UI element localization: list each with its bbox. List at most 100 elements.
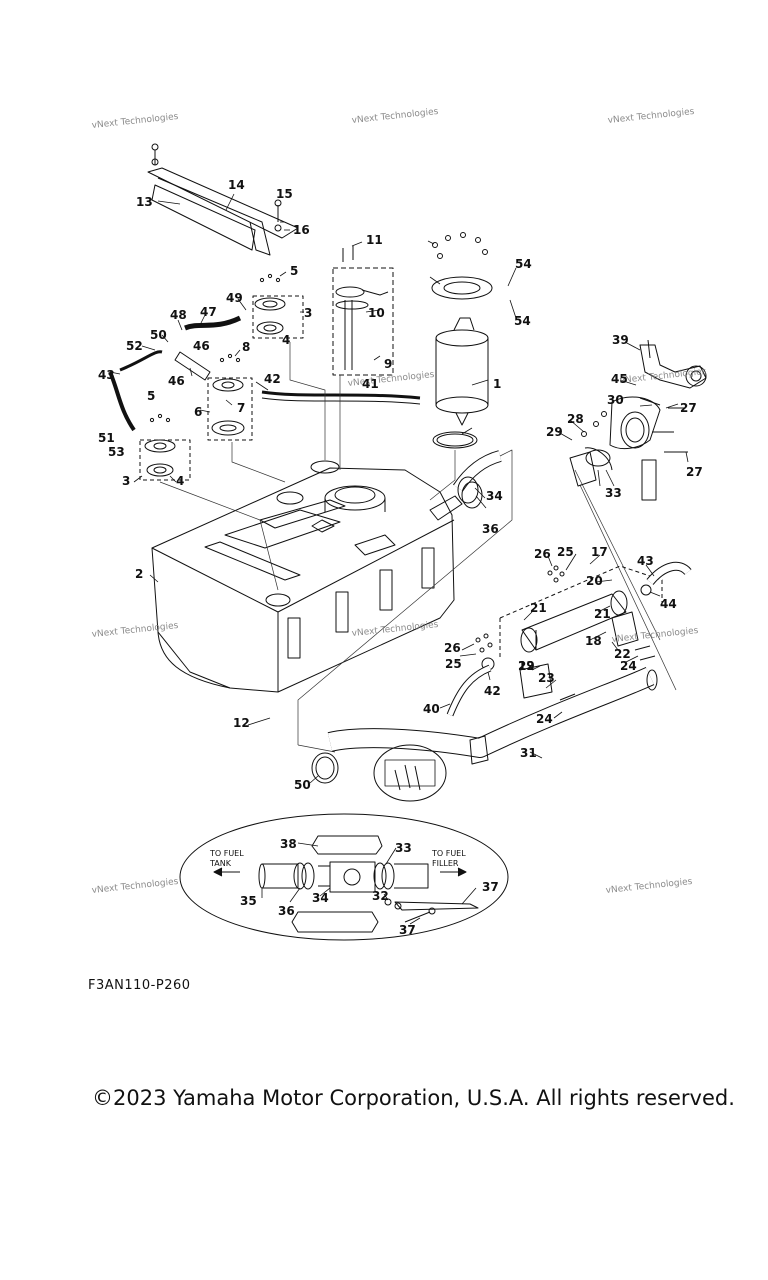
- callout-27: 27: [680, 401, 697, 415]
- caption-to-fuel-filler-line1: TO FUEL: [431, 849, 466, 858]
- filler-neck-assembly: [569, 339, 707, 501]
- callout-45: 45: [611, 372, 628, 386]
- callout-16: 16: [293, 223, 310, 237]
- gasket-12: [432, 431, 478, 449]
- callout-23: 23: [538, 671, 555, 685]
- callout-6: 6: [194, 405, 202, 419]
- callout-36: 36: [278, 904, 295, 918]
- watermark: vNext Technologies: [607, 107, 695, 126]
- diagram-code: F3AN110-P260: [88, 978, 191, 993]
- callout-33: 33: [605, 486, 622, 500]
- callout-44: 44: [660, 597, 677, 611]
- fuel-tank: [151, 460, 463, 693]
- callout-33: 33: [395, 841, 412, 855]
- watermark: vNext Technologies: [91, 621, 179, 640]
- callout-36: 36: [482, 522, 499, 536]
- vent-hose: [108, 371, 136, 432]
- callout-40: 40: [423, 702, 440, 716]
- callout-21: 21: [530, 601, 547, 615]
- callout-15: 15: [276, 187, 293, 201]
- callout-26: 26: [444, 641, 461, 655]
- callout-34: 34: [312, 891, 329, 905]
- callout-42: 42: [264, 372, 281, 386]
- callout-39: 39: [612, 333, 629, 347]
- callout-13: 13: [136, 195, 153, 209]
- callout-2: 2: [135, 567, 143, 581]
- fuel-sender-unit: [332, 246, 394, 376]
- detail-view: [179, 813, 509, 941]
- callout-12: 12: [233, 716, 250, 730]
- callout-19: 19: [518, 659, 535, 673]
- callout-32: 32: [372, 889, 389, 903]
- callout-51: 51: [98, 431, 115, 445]
- watermark: vNext Technologies: [91, 877, 179, 896]
- callout-22: 22: [614, 647, 631, 661]
- callout-29: 29: [546, 425, 563, 439]
- callout-52: 52: [126, 339, 143, 353]
- callout-38: 38: [280, 837, 297, 851]
- watermark: vNext Technologies: [611, 626, 699, 645]
- callout-35: 35: [240, 894, 257, 908]
- watermark: vNext Technologies: [351, 620, 439, 639]
- callout-11: 11: [366, 233, 383, 247]
- callout-37: 37: [482, 880, 499, 894]
- callout-18: 18: [585, 634, 602, 648]
- callout-43: 43: [98, 368, 115, 382]
- breather-hose-43: [261, 390, 421, 400]
- callout-50: 50: [150, 328, 167, 342]
- clamp-46: [640, 584, 652, 596]
- watermark: vNext Technologies: [351, 107, 439, 126]
- callout-4: 4: [282, 333, 290, 347]
- leader-guides: [159, 342, 677, 753]
- callout-54: 54: [514, 314, 531, 328]
- clamp-51: [311, 752, 339, 784]
- callout-46: 46: [168, 374, 185, 388]
- fuel-pump: [435, 317, 489, 426]
- caption-to-fuel-tank-line1: TO FUEL: [209, 849, 244, 858]
- caption-to-fuel-tank-line2: TANK: [209, 859, 232, 868]
- callout-1: 1: [493, 377, 501, 391]
- access-plate-set-upper: [252, 273, 304, 339]
- callout-8: 8: [242, 340, 250, 354]
- callout-48: 48: [170, 308, 187, 322]
- callout-41: 41: [362, 377, 379, 391]
- callout-9: 9: [384, 357, 392, 371]
- callout-46: 46: [193, 339, 210, 353]
- callout-43: 43: [637, 554, 654, 568]
- bolts-14: [432, 232, 488, 259]
- callout-30: 30: [607, 393, 624, 407]
- callout-3: 3: [304, 306, 312, 320]
- callout-37: 37: [399, 923, 416, 937]
- callout-5: 5: [290, 264, 298, 278]
- retainer-plate-13: [431, 276, 493, 300]
- parts-exploded-diagram: vNext Technologies vNext Technologies vN…: [91, 107, 707, 941]
- callout-4: 4: [176, 474, 184, 488]
- callout-54: 54: [515, 257, 532, 271]
- access-plate-set-middle: [207, 353, 253, 441]
- callout-5: 5: [147, 389, 155, 403]
- callout-3: 3: [122, 474, 130, 488]
- filler-hose-33: [327, 666, 658, 765]
- watermark: vNext Technologies: [347, 370, 435, 389]
- leader-lines: [109, 193, 689, 925]
- callout-28: 28: [567, 412, 584, 426]
- clamp-37-upper: [457, 476, 479, 504]
- callout-24: 24: [620, 659, 637, 673]
- copyright-notice: ©2023 Yamaha Motor Corporation, U.S.A. A…: [92, 1086, 735, 1110]
- callout-22: 22: [518, 659, 535, 673]
- bracket-47: [174, 351, 211, 381]
- watermark: vNext Technologies: [605, 877, 693, 896]
- callout-20: 20: [586, 574, 603, 588]
- callout-17: 17: [591, 545, 608, 559]
- callout-31: 31: [520, 746, 537, 760]
- callout-53: 53: [108, 445, 125, 459]
- callout-24: 24: [536, 712, 553, 726]
- watermark: vNext Technologies: [619, 367, 707, 386]
- callout-25: 25: [445, 657, 462, 671]
- callout-14: 14: [228, 178, 245, 192]
- access-plate-set-lower: [139, 413, 191, 481]
- washer-19: [274, 224, 282, 232]
- callout-49: 49: [226, 291, 243, 305]
- callout-50: 50: [294, 778, 311, 792]
